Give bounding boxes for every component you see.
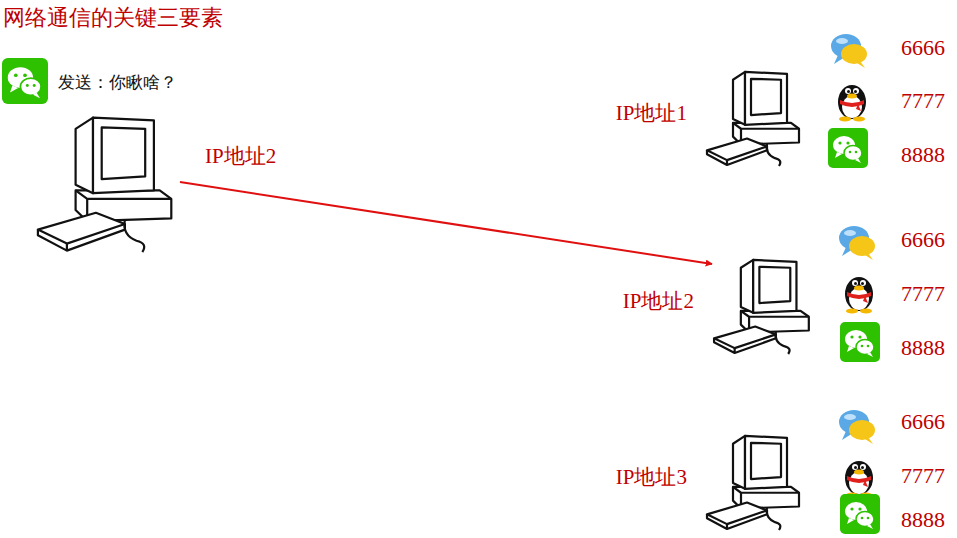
qq-icon: [845, 277, 873, 314]
wechat-icon: [840, 322, 880, 362]
computer-drawing: [712, 256, 815, 354]
wechat-icon: [828, 128, 868, 168]
send-arrow: [180, 182, 712, 264]
port-number: 6666: [901, 227, 945, 253]
edge-label: IP地址2: [203, 142, 278, 170]
wechat-icon: [840, 494, 880, 534]
port-number: 7777: [901, 463, 945, 489]
ip-label: IP地址3: [616, 463, 687, 491]
computer-drawing: [705, 432, 805, 530]
port-number: 8888: [901, 142, 945, 168]
port-number: 7777: [901, 88, 945, 114]
chat-icon: [839, 226, 875, 260]
message-text: 发送：你瞅啥？: [58, 71, 177, 94]
sender-computer: 发送：你瞅啥？: [35, 112, 180, 252]
qq-icon: [838, 85, 866, 122]
ip-label: IP地址1: [616, 99, 687, 127]
qq-icon: [845, 461, 873, 498]
chat-icon: [831, 34, 867, 68]
port-number: 6666: [901, 35, 945, 61]
receiver-computer: IP地址2: [712, 256, 815, 354]
computer-drawing: [705, 68, 805, 166]
port-number: 7777: [901, 281, 945, 307]
port-number: 8888: [901, 335, 945, 361]
receiver-computer: IP地址3: [705, 432, 805, 530]
diagram-title: 网络通信的关键三要素: [3, 3, 223, 33]
wechat-icon: [2, 58, 48, 104]
ip-label: IP地址2: [623, 287, 694, 315]
port-number: 8888: [901, 507, 945, 533]
chat-icon: [839, 410, 875, 444]
port-number: 6666: [901, 409, 945, 435]
receiver-computer: IP地址1: [705, 68, 805, 166]
computer-drawing: [35, 112, 180, 252]
